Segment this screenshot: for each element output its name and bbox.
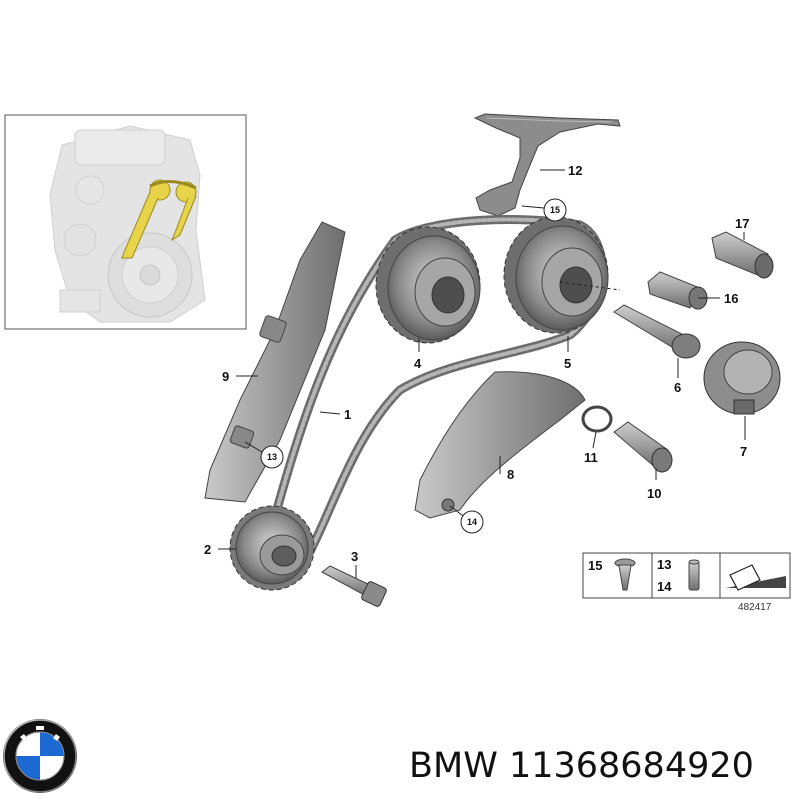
legend-label-screw: 15 xyxy=(588,558,602,573)
part-3-bolt[interactable] xyxy=(321,565,387,607)
lubricant-wedge-icon xyxy=(726,564,786,591)
engine-block-ghost xyxy=(49,125,206,323)
callout-2[interactable]: 2 xyxy=(204,542,211,557)
part-10-chain-tensioner[interactable] xyxy=(613,421,673,473)
callout-5[interactable]: 5 xyxy=(564,356,571,371)
part-17-adapter[interactable] xyxy=(711,231,774,279)
engine-inset xyxy=(4,114,247,330)
callout-6[interactable]: 6 xyxy=(674,380,681,395)
part-7-solenoid-valve[interactable] xyxy=(703,341,781,415)
pin-icon xyxy=(688,559,700,591)
callout-9[interactable]: 9 xyxy=(222,369,229,384)
callout-labels: 1 2 3 4 5 6 7 8 9 10 11 12 13 14 15 16 1… xyxy=(204,163,749,564)
callout-4[interactable]: 4 xyxy=(414,356,422,371)
drawing-number: 482417 xyxy=(738,602,772,613)
callout-14-marker: 14 xyxy=(460,510,484,534)
part-9-tensioner-rail[interactable] xyxy=(204,221,346,503)
callout-10[interactable]: 10 xyxy=(647,486,661,501)
part-4-camshaft-adjuster[interactable] xyxy=(375,226,481,344)
callout-8[interactable]: 8 xyxy=(507,467,514,482)
callout-15-marker: 15 xyxy=(543,198,567,222)
callout-13-marker: 13 xyxy=(260,445,284,469)
hardware-legend: 15 13 14 xyxy=(582,552,791,599)
legend-label-pin-a: 13 xyxy=(657,557,671,572)
callout-3[interactable]: 3 xyxy=(351,549,358,564)
part-11-seal-ring[interactable] xyxy=(581,405,613,433)
part-number-caption: BMW 11368684920 xyxy=(409,746,754,786)
leader-lines xyxy=(218,169,746,578)
part-5-camshaft-adjuster[interactable] xyxy=(503,216,609,334)
part-6-central-valve[interactable] xyxy=(613,304,701,359)
callout-16[interactable]: 16 xyxy=(724,291,738,306)
callout-17[interactable]: 17 xyxy=(735,216,749,231)
part-16-bushing[interactable] xyxy=(647,271,708,310)
callout-11[interactable]: 11 xyxy=(584,450,598,465)
legend-label-pin-b: 14 xyxy=(657,579,672,594)
callout-1[interactable]: 1 xyxy=(344,407,351,422)
callout-15[interactable]: 15 xyxy=(550,205,560,215)
callout-12[interactable]: 12 xyxy=(568,163,582,178)
part-12-bracket[interactable] xyxy=(473,113,621,217)
part-2-crank-sprocket[interactable] xyxy=(229,505,315,591)
screw-icon xyxy=(614,558,636,591)
callout-14[interactable]: 14 xyxy=(467,517,477,527)
callout-7[interactable]: 7 xyxy=(740,444,747,459)
bmw-logo-icon xyxy=(3,719,77,793)
part-8-guide-rail[interactable] xyxy=(414,371,586,519)
timing-drive-highlight xyxy=(121,179,197,259)
callout-13[interactable]: 13 xyxy=(267,452,277,462)
